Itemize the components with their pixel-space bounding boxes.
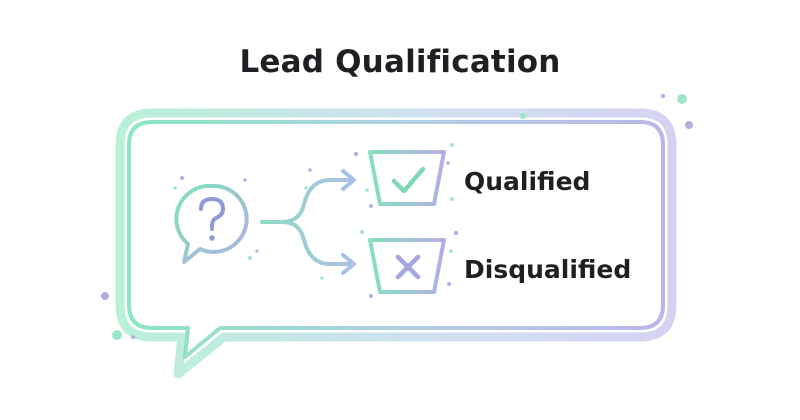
x-basket-icon bbox=[363, 237, 451, 294]
decorative-dots bbox=[101, 94, 693, 340]
disqualified-label: Disqualified bbox=[464, 255, 631, 284]
diagram-title: Lead Qualification bbox=[239, 44, 561, 80]
speech-bubble-frame bbox=[115, 108, 677, 379]
branch-arrow-icon bbox=[260, 169, 356, 275]
question-bubble-icon bbox=[174, 183, 249, 264]
check-basket-icon bbox=[363, 149, 451, 206]
qualified-label: Qualified bbox=[464, 167, 590, 196]
